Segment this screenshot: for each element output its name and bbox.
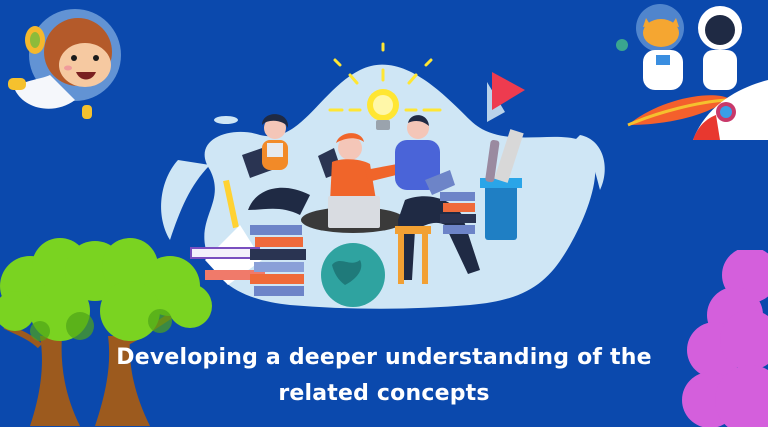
trees (0, 238, 212, 426)
man-with-laptop (301, 133, 433, 307)
lightbulb-icon (328, 42, 442, 130)
pen-holder (480, 129, 524, 240)
pink-cloud (682, 250, 768, 427)
book-stack-left (190, 225, 306, 296)
caption-line-1: Developing a deeper understanding of the (116, 345, 652, 370)
cat-and-astronaut (616, 4, 768, 140)
study-illustration (161, 42, 605, 309)
play-icon (487, 72, 525, 122)
woman-reading (248, 114, 310, 215)
caption-line-2: related concepts (278, 381, 490, 406)
monkey-astronaut (8, 9, 121, 119)
